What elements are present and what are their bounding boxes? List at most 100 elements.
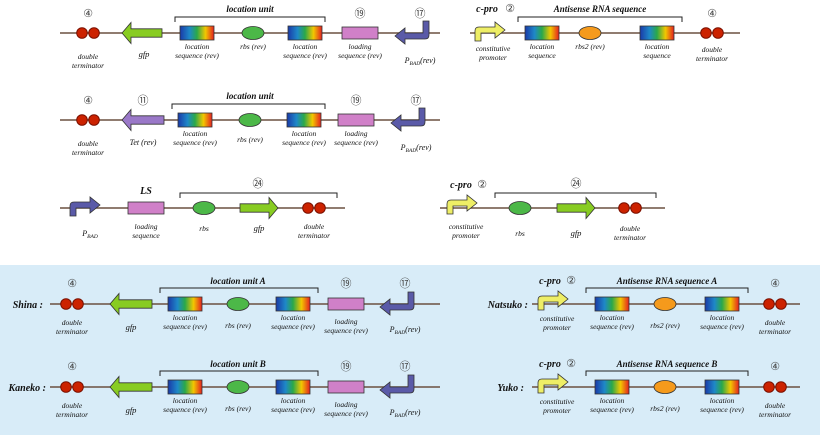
label-loading-sequence-line2: sequence — [132, 231, 160, 240]
label-constitutive-promoter-line1: constitutive — [540, 397, 575, 406]
terminator-circle — [763, 298, 775, 310]
part-number-n19: ⑲ — [351, 94, 362, 107]
gfp-arrow — [109, 292, 153, 316]
label-location-sequence-line1: location — [281, 313, 306, 322]
label-location-sequence-line2: sequence (rev) — [590, 405, 634, 414]
label-location-sequence-line2: sequence (rev) — [283, 51, 327, 60]
unit-bracket — [171, 103, 326, 109]
label-constitutive-promoter-line2: promoter — [542, 323, 571, 332]
label-constitutive-promoter-line1: constitutive — [540, 314, 575, 323]
label-double-terminator-line2: terminator — [72, 61, 104, 70]
label-rbs: rbs — [515, 229, 525, 238]
location-sequence-box — [594, 379, 630, 395]
label-double-terminator-line1: double — [78, 139, 99, 148]
label-gfp: gfp — [126, 322, 137, 332]
tet-arrow — [121, 108, 165, 132]
location-sequence-box — [594, 296, 630, 312]
label-location-sequence-line2: sequence (rev) — [282, 138, 326, 147]
label-gfp: gfp — [254, 223, 265, 233]
rbs-ellipse — [238, 113, 262, 127]
label-double-terminator-line2: terminator — [696, 54, 728, 63]
label-double-terminator-line2: terminator — [759, 327, 791, 336]
terminator-circle — [712, 27, 724, 39]
location-sequence-box — [286, 112, 322, 128]
label-location-sequence-line1: location — [292, 129, 317, 138]
label-pbad-rest: (rev) — [405, 408, 421, 417]
location-sequence-box — [177, 112, 213, 128]
label-pbad: PBAD(rev) — [404, 56, 436, 67]
label-location-sequence-line1: location — [185, 42, 210, 51]
location-sequence-box — [639, 25, 675, 41]
label-location-sequence-line1: location — [183, 129, 208, 138]
label-location-sequence-line1: location — [173, 396, 198, 405]
label-loading-sequence-line1: loading — [135, 222, 158, 231]
label-c-pro: c-pro — [476, 4, 498, 15]
label-location-sequence-line1: location — [710, 396, 735, 405]
rbs-ellipse — [508, 201, 532, 215]
gfp-arrow — [239, 196, 279, 220]
rbs-ellipse — [226, 297, 250, 311]
label-location-sequence-line1: location — [281, 396, 306, 405]
construct-name-yuko: Yuko : — [497, 383, 524, 394]
label-rbs-rev: rbs (rev) — [240, 42, 266, 51]
label-loading-sequence-line1: loading — [335, 400, 358, 409]
title-antisense-a: Antisense RNA sequence A — [616, 276, 717, 286]
c-pro-promoter-arrow — [446, 194, 478, 215]
label-location-sequence-line2: sequence (rev) — [590, 322, 634, 331]
location-sequence-box — [704, 379, 740, 395]
terminator-circle — [60, 298, 72, 310]
rbs-ellipse — [226, 380, 250, 394]
terminator-circle — [775, 381, 787, 393]
pbad-promoter-arrow — [394, 20, 430, 45]
part-number-n17: ⑰ — [415, 7, 426, 20]
rbs-ellipse — [653, 380, 677, 394]
pbad-promoter-arrow — [379, 374, 415, 399]
terminator-circle — [88, 114, 100, 126]
label-double-terminator-line2: terminator — [298, 231, 330, 240]
label-loading-sequence-line1: loading — [345, 129, 368, 138]
part-number-n2: ② — [566, 274, 576, 287]
part-number-n19: ⑲ — [355, 7, 366, 20]
unit-bracket — [159, 370, 319, 376]
label-location-sequence-line2: sequence (rev) — [700, 405, 744, 414]
construct-name-natsuko: Natsuko : — [487, 300, 528, 311]
label-location-sequence-line2: sequence (rev) — [173, 138, 217, 147]
label-rbs: rbs — [199, 224, 209, 233]
label-c-pro: c-pro — [539, 359, 561, 370]
pbad-promoter-arrow — [69, 196, 101, 217]
terminator-circle — [72, 298, 84, 310]
part-number-n4: ④ — [67, 277, 77, 290]
label-location-sequence-line1: location — [293, 42, 318, 51]
unit-bracket — [585, 370, 749, 376]
label-pbad-p: P — [81, 229, 87, 238]
title-antisense: Antisense RNA sequence — [553, 4, 647, 14]
label-pbad: PBAD(rev) — [400, 143, 432, 154]
label-double-terminator-line1: double — [765, 318, 786, 327]
label-location-sequence-line2: sequence (rev) — [163, 322, 207, 331]
c-pro-promoter-arrow — [537, 290, 569, 311]
part-number-n11: ⑪ — [138, 94, 149, 107]
loading-sequence-box — [341, 26, 379, 40]
terminator-circle — [88, 27, 100, 39]
label-location-sequence-line2: sequence (rev) — [700, 322, 744, 331]
label-pbad-p: P — [389, 408, 395, 417]
label-loading-sequence-line2: sequence (rev) — [324, 409, 368, 418]
title-location-unit-b: location unit B — [210, 359, 266, 369]
label-double-terminator-line1: double — [304, 222, 325, 231]
label-location-sequence-line2: sequence (rev) — [175, 51, 219, 60]
location-sequence-box — [179, 25, 215, 41]
c-pro-promoter-arrow — [537, 373, 569, 394]
part-number-n17: ⑰ — [400, 277, 411, 290]
label-pbad-p: P — [400, 143, 406, 152]
